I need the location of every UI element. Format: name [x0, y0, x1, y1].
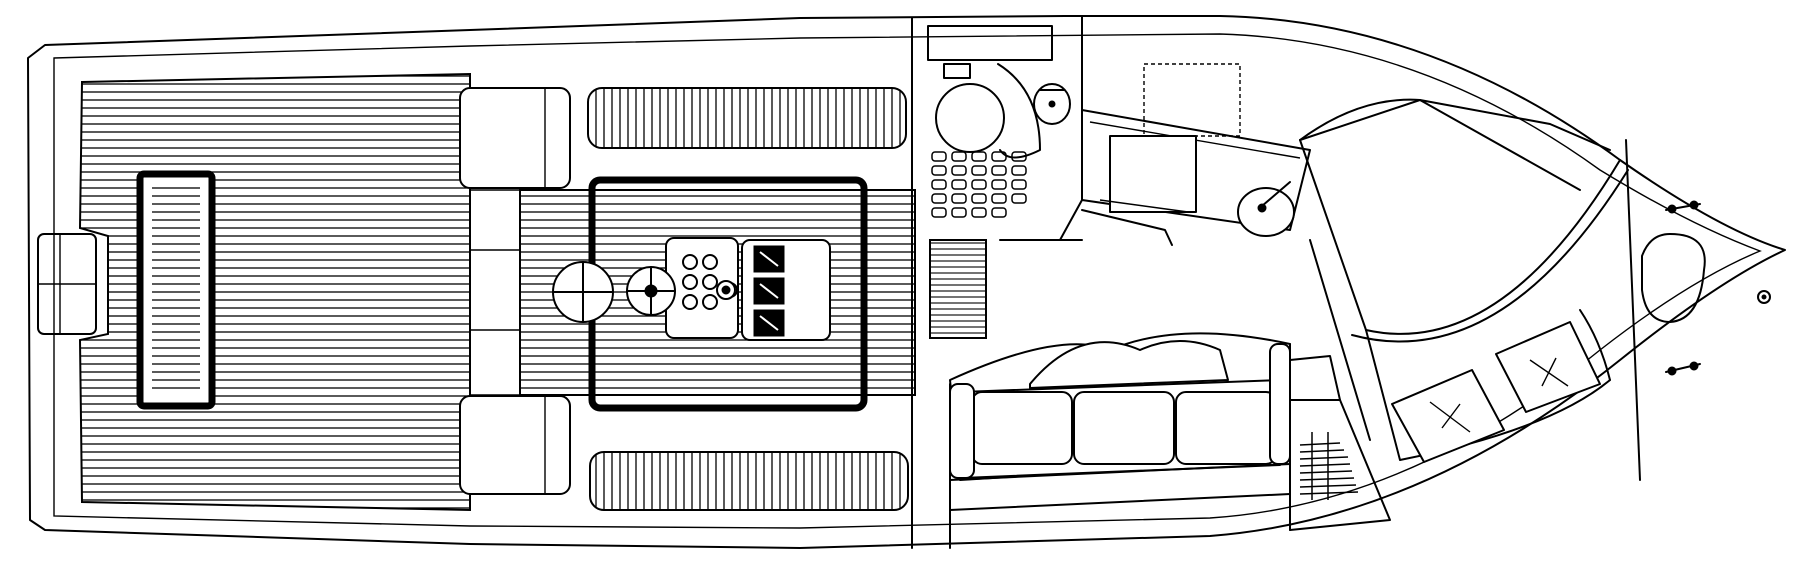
helm-seat — [552, 261, 614, 323]
pillow-right — [1495, 321, 1601, 413]
swim-platform — [37, 233, 97, 335]
side-bench-port — [587, 87, 907, 149]
forward-v-berth — [1299, 98, 1641, 481]
cleat-forward-port — [1665, 200, 1701, 214]
companion-seats — [741, 239, 831, 341]
electrical-panel — [1289, 355, 1391, 531]
cleat-forward-starboard — [1665, 361, 1701, 376]
galley — [1081, 63, 1311, 246]
fish-box-hatch — [136, 170, 216, 410]
pillow-left — [1391, 369, 1505, 463]
helm-console — [626, 237, 739, 339]
companionway-steps — [929, 239, 987, 339]
side-bench-starboard — [589, 451, 909, 511]
head-compartment — [927, 25, 1083, 241]
salon-settee — [949, 332, 1291, 549]
cockpit-side-seats — [459, 87, 571, 495]
anchor-locker — [1641, 200, 1771, 376]
